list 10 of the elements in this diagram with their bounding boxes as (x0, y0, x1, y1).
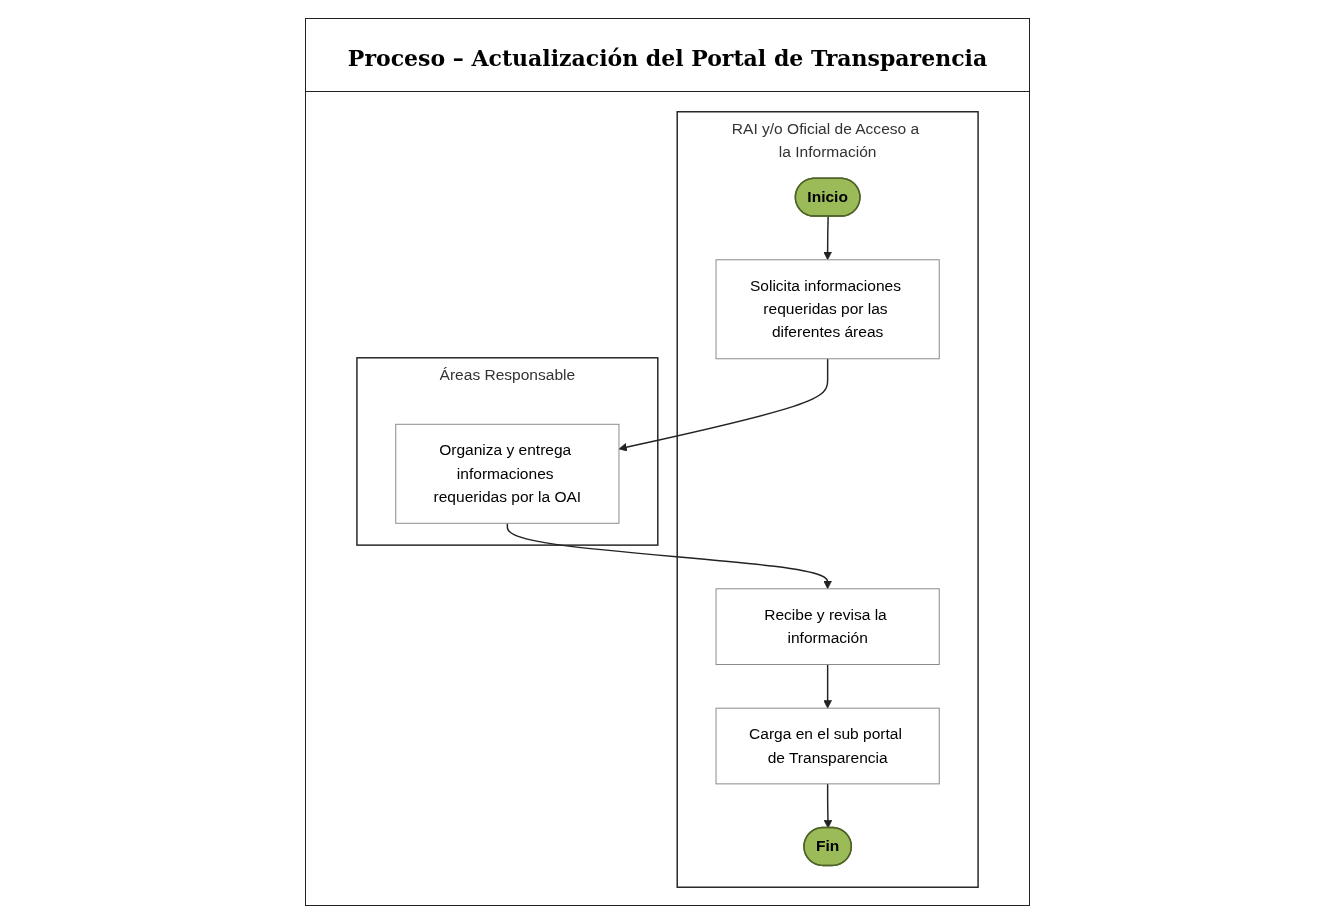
node-box: Recibe y revisa la información (715, 588, 940, 665)
node-box: Organiza y entrega informaciones requeridas por la OAI (395, 423, 620, 524)
arrow (618, 358, 829, 452)
arrow (506, 522, 832, 590)
node-box: Solicita informaciones requeridas por las diferentes áreas (715, 259, 940, 360)
arrow (823, 663, 832, 709)
diagram-title: Proceso – Actualización del Portal de Transparencia (306, 19, 1029, 92)
node-box: Carga en el sub portal de Transparencia (715, 707, 940, 785)
arrow (823, 783, 833, 829)
arrow (823, 215, 832, 261)
